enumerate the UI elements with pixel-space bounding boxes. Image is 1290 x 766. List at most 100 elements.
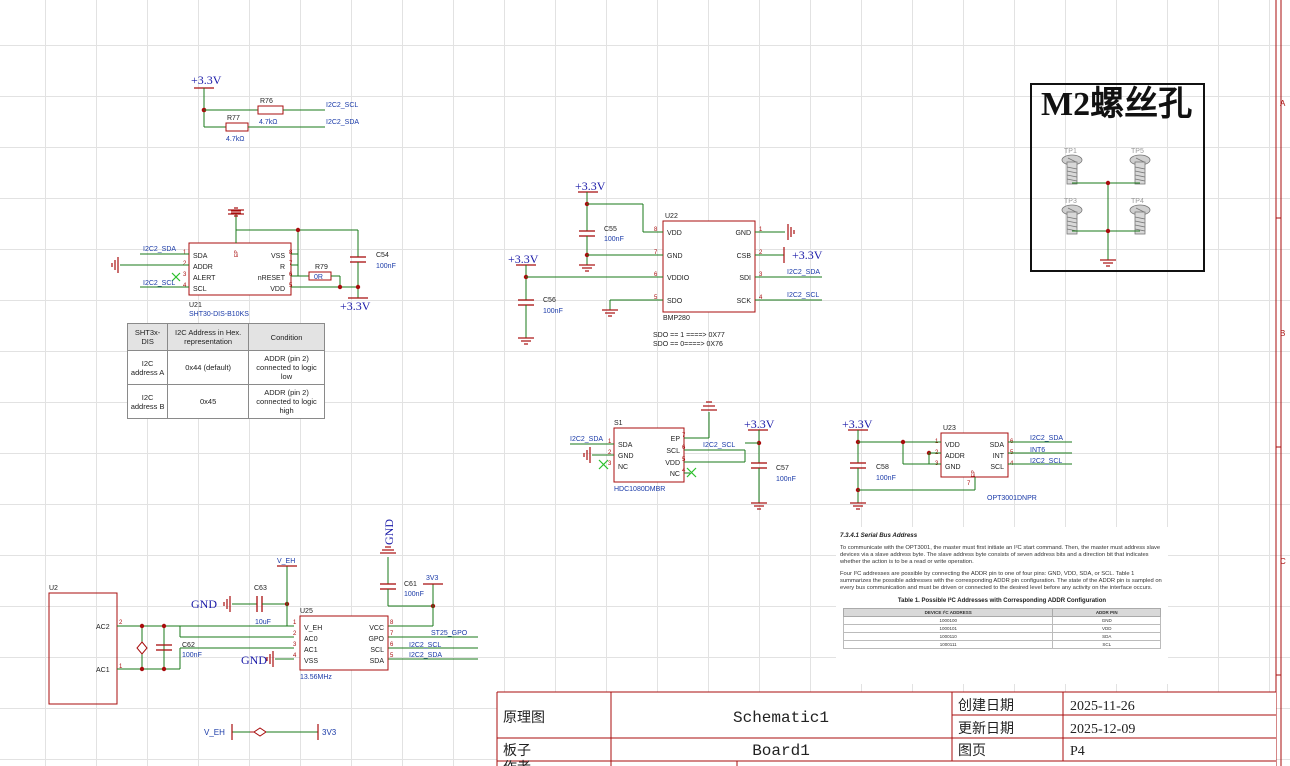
svg-text:VSS: VSS [304, 658, 318, 665]
svg-text:VCC: VCC [369, 625, 384, 632]
svg-text:7: 7 [654, 250, 658, 256]
pullup-block[interactable]: +3.3V R76 4.7kΩ R77 4.7kΩ I2C2_SCL I2C2_… [191, 73, 359, 143]
svg-text:3: 3 [608, 461, 612, 467]
svg-text:GND: GND [735, 230, 751, 237]
svg-text:2: 2 [183, 261, 187, 267]
u21-part: SHT30-DIS-B10KS [189, 311, 249, 318]
table-cell: SCL [1052, 640, 1161, 649]
svg-text:NC: NC [670, 471, 680, 478]
svg-text:SCL: SCL [370, 647, 384, 654]
c58-value: 100nF [876, 475, 896, 482]
addr-table-header: SHT3x-DIS [126, 323, 169, 351]
u22-power-3v3-top: +3.3V [575, 179, 606, 193]
c61-value: 100nF [404, 591, 424, 598]
tp3-label: TP3 [1064, 198, 1077, 205]
tp4-screw-icon [1129, 204, 1151, 235]
u25-st25[interactable]: V_EH AC0 AC1 VSS 1 2 3 4 VCC GPO SCL SDA… [293, 608, 394, 681]
u21-sda-net: I2C2_SDA [143, 246, 176, 253]
table-cell: 1000100 [842, 616, 1054, 625]
title-block[interactable] [496, 691, 1276, 766]
c58-ref: C58 [876, 464, 889, 471]
table-cell: 1000111 [842, 640, 1054, 649]
svg-text:SDA: SDA [370, 658, 385, 665]
u21-wiring [111, 207, 368, 299]
c56-value: 100nF [543, 308, 563, 315]
title-updated-label: 更新日期 [958, 720, 1014, 736]
svg-text:VDD: VDD [665, 460, 680, 467]
c54-value: 100nF [376, 263, 396, 270]
title-board-label: 板子 [503, 742, 531, 758]
u21-pin-nums-left: 1 2 3 4 [183, 250, 187, 289]
svg-text:CSB: CSB [737, 253, 752, 260]
u21-ep-label: EP [234, 250, 240, 257]
datasheet-excerpt[interactable]: 7.3.4.1 Serial Bus Address To communicat… [836, 527, 1168, 684]
table-cell: I2C address B [126, 384, 169, 419]
svg-text:SDA: SDA [193, 253, 208, 260]
c55-ref: C55 [604, 226, 617, 233]
u23-pin7: 7 [967, 481, 971, 487]
u25-pin-nums-right: 8 7 6 5 [390, 620, 394, 659]
nfc-gnd-top: GND [382, 519, 396, 545]
mounting-hole-block[interactable] [1030, 83, 1205, 272]
svg-text:8: 8 [289, 250, 293, 256]
table-cell: ADDR (pin 2) connected to logic low [248, 350, 325, 385]
s1-pin-nums-left: 1 2 3 [608, 439, 612, 467]
u23-part: OPT3001DNPR [987, 495, 1037, 502]
table-cell: 0x44 (default) [167, 350, 250, 385]
u22-pin-labels-left: VDD GND VDDIO SDO [667, 230, 690, 305]
svg-text:GND: GND [618, 453, 634, 460]
sht3x-address-table: SHT3x-DIS I2C Address in Hex. representa… [126, 323, 325, 419]
table-cell: ADDR (pin 2) connected to logic high [248, 384, 325, 419]
u2-antenna[interactable]: AC2 AC1 2 1 U2 [48, 585, 123, 705]
s1-pin-labels-right: EP SCL VDD NC [665, 436, 680, 478]
c54-ref: C54 [376, 252, 389, 259]
svg-text:SCL: SCL [666, 448, 680, 455]
svg-text:VDD: VDD [945, 442, 960, 449]
s1-ref: S1 [614, 420, 623, 427]
svg-text:5: 5 [390, 653, 394, 659]
tp5-screw-icon [1129, 154, 1151, 185]
datasheet-table-header: DEVICE I²C ADDRESS [842, 608, 1054, 617]
u25-gpo-net: ST25_GPO [431, 630, 468, 637]
u22-pin-nums-right: 1 2 3 4 [759, 227, 763, 301]
power-3v3-label: +3.3V [191, 73, 222, 87]
svg-text:SCK: SCK [737, 298, 752, 305]
c55-value: 100nF [604, 236, 624, 243]
nfc-v-eh: V_EH [277, 558, 295, 565]
svg-text:1: 1 [608, 439, 612, 445]
nfc-gnd-vss: GND [241, 653, 267, 667]
c62-value: 100nF [182, 652, 202, 659]
r76-ref: R76 [260, 98, 273, 105]
svg-text:ADDR: ADDR [945, 453, 965, 460]
table-row: I2C address A 0x44 (default) ADDR (pin 2… [126, 350, 325, 385]
datasheet-section-title: 7.3.4.1 Serial Bus Address [840, 532, 918, 539]
svg-text:V_EH: V_EH [304, 625, 322, 632]
r79-ref: R79 [315, 264, 328, 271]
svg-text:SDO: SDO [667, 298, 683, 305]
bridge-3v3: 3V3 [322, 728, 337, 737]
title-doc-name: Schematic1 [733, 709, 829, 727]
s1-hdc1080[interactable]: SDA GND NC 1 2 3 EP SCL VDD NC 7 6 5 4 S… [608, 420, 686, 493]
svg-text:7: 7 [289, 261, 293, 267]
u22-power-3v3-left: +3.3V [508, 252, 539, 266]
s1-scl-net: I2C2_SCL [703, 442, 735, 449]
tp4-label: TP4 [1131, 198, 1144, 205]
datasheet-paragraph-2: Four I²C addresses are possible by conne… [840, 571, 1162, 591]
tp5-label: TP5 [1131, 148, 1144, 155]
svg-text:4: 4 [759, 295, 763, 301]
title-created-label: 创建日期 [958, 697, 1014, 713]
title-partial-row: 作者 [503, 759, 531, 766]
u22-bmp280[interactable]: VDD GND VDDIO SDO 8 7 6 5 GND CSB SDI SC… [654, 213, 763, 322]
u25-crystal: 13.56MHz [300, 674, 332, 681]
u21-sht30[interactable]: SDA ADDR ALERT SCL 1 2 3 4 VSS R nRESET … [183, 242, 293, 318]
u23-int-net: INT6 [1030, 447, 1045, 454]
u25-ref: U25 [300, 608, 313, 615]
table-cell: 1000101 [842, 624, 1054, 633]
svg-text:6: 6 [289, 272, 293, 278]
r77-ref: R77 [227, 115, 240, 122]
u22-part: BMP280 [663, 315, 690, 322]
